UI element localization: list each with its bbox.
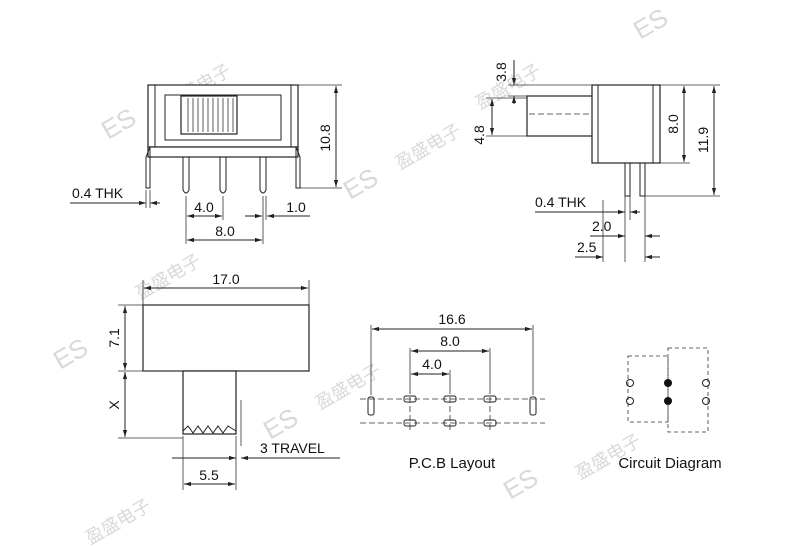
watermark-logo: ES [498,462,543,505]
dim-top-pitch: 4.0 [194,199,214,215]
actuator-break [182,425,237,434]
left-tab [145,146,151,189]
top-view: 10.8 0.4 THK 4.0 1.0 8.0 [70,84,342,244]
dim-pcb-span: 8.0 [440,333,460,349]
circuit-contacts [626,379,710,405]
circuit-pole-left [627,355,669,423]
dim-front-width: 17.0 [212,271,239,287]
watermark-logo: ES [96,102,141,145]
circuit-diagram: Circuit Diagram [618,347,722,472]
knob-ribs [187,98,234,132]
dim-side-lever-height: 4.8 [471,125,487,145]
front-actuator [182,370,237,435]
side-view: 3.8 4.8 8.0 11.9 0.4 THK 2.0 2.5 [471,60,720,262]
watermark-logo: ES [258,402,303,445]
circuit-diagram-caption: Circuit Diagram [618,455,721,472]
dim-side-pin-b: 2.5 [577,239,597,255]
dim-top-pin-offset: 1.0 [286,199,306,215]
dim-top-span: 8.0 [215,223,235,239]
pcb-layout-caption: P.C.B Layout [409,455,496,472]
dim-pcb-pitch: 4.0 [422,356,442,372]
side-tab [639,163,646,197]
top-pins [182,157,267,194]
watermark-chars: 盈盛电子 [392,120,464,173]
front-view: 17.0 7.1 X 3 TRAVEL 5.5 [106,271,340,490]
dim-pcb-outer: 16.6 [438,311,465,327]
pcb-layout: 16.6 8.0 4.0 P.C.B Layout [360,311,545,472]
side-pin [624,163,631,197]
pcb-mount-slot-right [529,396,537,416]
front-body [142,304,310,372]
side-lever [526,95,594,137]
top-base [147,146,299,158]
watermark-chars: 盈盛电子 [82,495,154,546]
slider-knob [180,95,238,135]
dim-front-actuator-width: 5.5 [199,467,219,483]
dim-front-actuator: X [106,400,122,410]
watermark-logo: ES [48,332,93,375]
watermark-logo: ES [628,2,673,45]
watermark-logo: ES [338,162,383,205]
dim-front-body: 7.1 [106,328,122,348]
side-body [591,84,661,164]
watermarks: ES 盈盛电子 ES 盈盛电子 ES 盈盛电子 ES 盈盛电子 ES 盈盛电子 … [48,2,673,546]
pcb-mount-slot-left [367,396,375,416]
dim-top-thk: 0.4 THK [72,185,124,201]
dim-side-pin-a: 2.0 [592,218,612,234]
top-inner-frame [164,94,282,141]
dim-side-lever-offset: 3.8 [493,62,509,82]
dim-top-height: 10.8 [317,124,333,151]
dim-front-travel: 3 TRAVEL [260,440,325,456]
dim-side-total-height: 11.9 [695,127,711,153]
pcb-centerlines [360,388,545,432]
dim-side-thk: 0.4 THK [535,194,587,210]
dim-side-body-height: 8.0 [665,114,681,134]
circuit-pole-right [667,347,709,433]
